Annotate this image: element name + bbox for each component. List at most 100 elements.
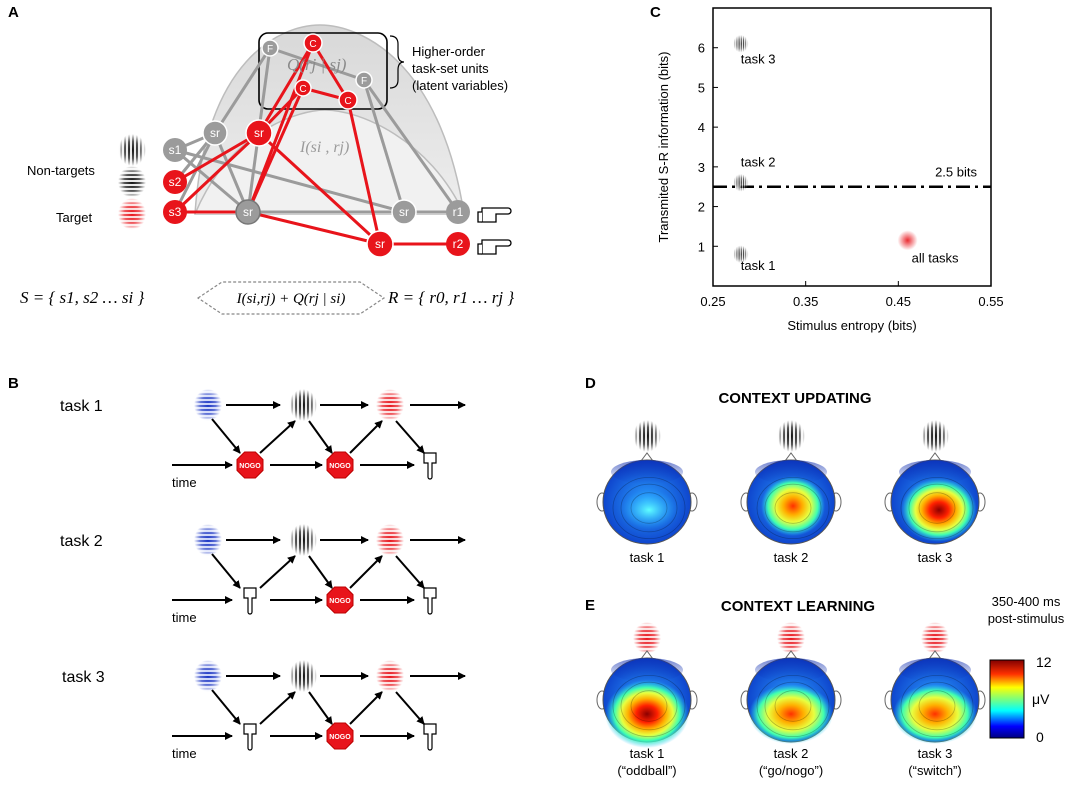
map-label: task 2 — [774, 746, 809, 761]
node-s3 — [163, 200, 187, 224]
map-sublabel: (“go/nogo”) — [759, 763, 823, 778]
time-label: time — [172, 610, 197, 625]
task-label: task 2 — [60, 533, 103, 550]
svg-text:C: C — [344, 96, 351, 107]
scalp-map — [884, 452, 986, 545]
map-sublabel: (“oddball”) — [617, 763, 676, 778]
transition-arrow — [349, 555, 383, 589]
y-tick-label: 4 — [698, 120, 705, 135]
scalp-map — [740, 650, 842, 744]
transition-arrow — [259, 420, 296, 454]
transition-arrow — [395, 420, 425, 454]
nogo-sign-icon — [326, 722, 354, 750]
node-r1 — [446, 200, 470, 224]
svg-text:r1: r1 — [453, 205, 464, 219]
svg-text:sr: sr — [399, 205, 409, 219]
higher-order-box — [258, 32, 388, 110]
x-tick-label: 0.25 — [700, 294, 725, 309]
stimulus-gabor — [777, 622, 805, 654]
transition-arrow — [259, 691, 296, 725]
stimulus-gabor — [921, 622, 949, 654]
map-label: task 1 — [630, 746, 665, 761]
red-stimulus — [376, 524, 404, 556]
svg-text:sr: sr — [375, 237, 385, 251]
stimulus-gabor — [633, 622, 661, 654]
panel-e: E CONTEXT LEARNING 350-400 ms post-stimu… — [585, 594, 1065, 745]
svg-text:sr: sr — [254, 126, 264, 140]
map-sublabel: (“switch”) — [908, 763, 961, 778]
svg-text:sr: sr — [243, 205, 253, 219]
colorbar — [989, 659, 1025, 739]
map-label: task 1 — [630, 550, 665, 565]
y-tick-label: 6 — [698, 41, 705, 56]
threshold-label: 2.5 bits — [935, 165, 977, 180]
task-label: task 1 — [60, 398, 103, 415]
blue-stimulus — [194, 389, 222, 421]
data-point-gabor — [733, 173, 749, 192]
node-s2 — [163, 170, 187, 194]
panel-b: B — [8, 375, 19, 392]
black-stimulus — [289, 389, 317, 421]
x-axis-label: Stimulus entropy (bits) — [787, 318, 916, 333]
panel-d-label: D — [585, 375, 596, 392]
red-edges — [173, 42, 458, 246]
transition-arrow — [211, 689, 241, 725]
black-stimulus — [289, 660, 317, 692]
stimulus-gabor — [777, 420, 805, 452]
pointing-down-hand-icon — [423, 723, 437, 751]
transition-arrow — [395, 691, 425, 725]
s-set: S = { s1, s2 … si } — [20, 288, 144, 307]
x-tick-label: 0.35 — [793, 294, 818, 309]
task-label: task 3 — [62, 669, 105, 686]
panel-e-label: E — [585, 597, 595, 614]
nogo-text: NOGO — [329, 598, 351, 605]
pointing-down-hand-icon — [423, 587, 437, 615]
arrow-formula: I(si,rj) + Q(rj | si) — [236, 291, 346, 307]
svg-text:F: F — [267, 44, 273, 55]
node-s1 — [163, 138, 187, 162]
colorbar-max: 12 — [1036, 654, 1052, 670]
scalp-map — [884, 650, 986, 744]
time-window-2: post-stimulus — [988, 611, 1065, 626]
svg-text:C: C — [299, 84, 306, 95]
plot-frame — [712, 7, 992, 287]
panel-a-label: A — [8, 4, 19, 21]
nogo-sign-icon — [236, 451, 264, 479]
blue-stimulus — [194, 524, 222, 556]
y-tick-label: 2 — [698, 200, 705, 215]
transition-arrow — [349, 420, 383, 454]
q-term: Q(rj | sj) — [287, 55, 347, 74]
higher-order-line-2: task-set units — [412, 61, 489, 76]
double-arrow — [196, 281, 386, 315]
panel-d-title: CONTEXT UPDATING — [718, 390, 871, 407]
scalp-map — [740, 452, 842, 545]
map-label: task 3 — [918, 550, 953, 565]
brace — [389, 35, 405, 89]
transition-arrow — [308, 555, 333, 589]
colorbar-min: 0 — [1036, 729, 1044, 745]
transition-arrow — [395, 555, 425, 589]
colorbar-unit: μV — [1032, 691, 1050, 707]
transition-arrow — [308, 420, 333, 454]
point-label: all tasks — [912, 250, 959, 265]
transition-arrow — [211, 418, 241, 454]
red-stimulus — [376, 660, 404, 692]
panel-a: A — [8, 4, 514, 315]
scalp-map — [596, 650, 698, 748]
node-r2 — [446, 232, 470, 256]
data-point-all-tasks — [897, 230, 918, 251]
point-label: task 2 — [741, 155, 776, 170]
nogo-text: NOGO — [329, 463, 351, 470]
svg-text:r2: r2 — [453, 237, 464, 251]
transition-arrow — [259, 555, 296, 589]
stimulus-gabors — [118, 134, 146, 230]
svg-text:s3: s3 — [169, 205, 182, 219]
y-tick-label: 3 — [698, 160, 705, 175]
svg-text:s1: s1 — [169, 143, 182, 157]
stimulus-gabor — [633, 420, 661, 452]
pointing-hand-icon — [477, 207, 512, 223]
